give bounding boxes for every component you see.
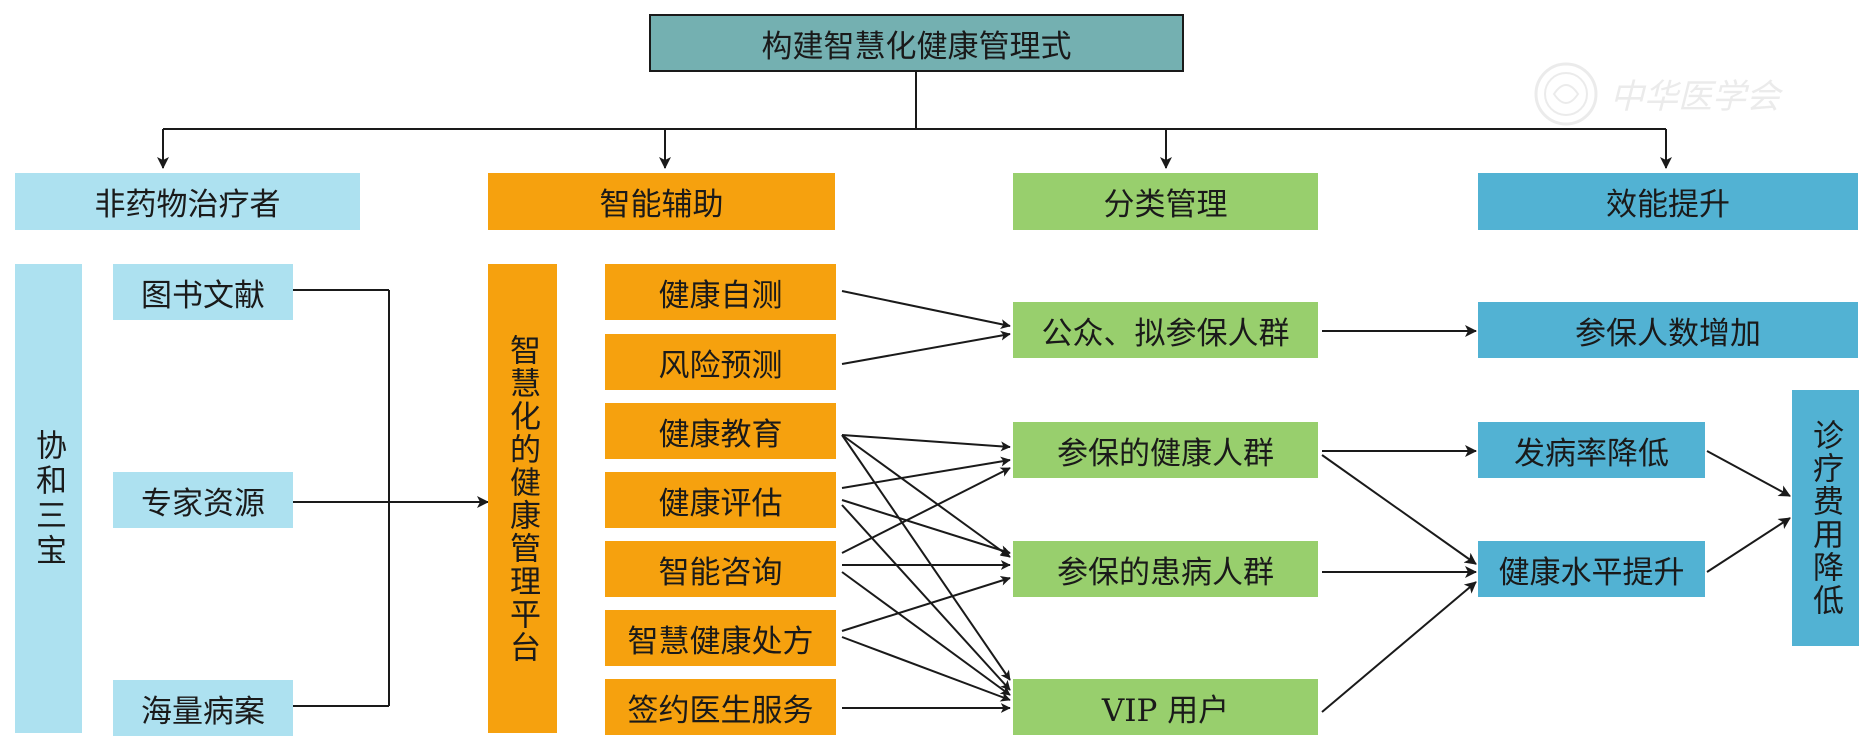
link-assess-sick: [841, 499, 1011, 556]
outcome-health-level-increase: 健康水平提升: [1478, 541, 1705, 597]
category-non-drug: 非药物治疗者: [15, 173, 360, 230]
function-smart-consult: 智能咨询: [605, 541, 836, 597]
function-self-test: 健康自测: [605, 264, 836, 320]
link-healthy-level: [1321, 454, 1477, 565]
resource-experts: 专家资源: [113, 472, 293, 528]
category-efficiency: 效能提升: [1478, 173, 1858, 230]
category-smart-assist: 智能辅助: [488, 173, 835, 230]
group-vip-users: VIP 用户: [1013, 679, 1318, 735]
link-rx-sick: [841, 575, 1011, 632]
function-smart-prescription: 智慧健康处方: [605, 610, 836, 666]
outcome-enrollment-increase: 参保人数增加: [1478, 302, 1858, 358]
link-edu-healthy: [841, 434, 1011, 452]
function-health-education: 健康教育: [605, 403, 836, 459]
link-assess-healthy: [841, 456, 1011, 489]
link-level-cost: [1706, 517, 1791, 573]
link-selftest-public: [841, 290, 1011, 330]
health-management-platform: 智慧化的健康管理平台: [488, 264, 557, 733]
society-seal-watermark: 中华医学会: [1534, 62, 1784, 126]
resource-cases: 海量病案: [113, 680, 293, 736]
link-vip-level: [1321, 581, 1477, 713]
category-classify: 分类管理: [1013, 173, 1318, 230]
function-risk-prediction: 风险预测: [605, 334, 836, 390]
group-public-prospective: 公众、拟参保人群: [1013, 302, 1318, 358]
link-consult-vip: [841, 571, 1011, 696]
link-assess-vip: [841, 504, 1011, 691]
link-risk-public: [841, 330, 1011, 365]
pumc-three-treasures: 协和三宝: [15, 264, 82, 733]
link-edu-sick: [841, 434, 1011, 558]
watermark-text: 中华医学会: [1610, 77, 1784, 117]
link-incidence-cost: [1706, 450, 1791, 497]
function-health-assessment: 健康评估: [605, 472, 836, 528]
link-consult-healthy: [841, 467, 1011, 554]
group-insured-healthy: 参保的健康人群: [1013, 422, 1318, 478]
function-contract-doctor: 签约医生服务: [605, 679, 836, 735]
group-insured-sick: 参保的患病人群: [1013, 541, 1318, 597]
link-edu-vip: [841, 434, 1011, 681]
outcome-incidence-decrease: 发病率降低: [1478, 422, 1705, 478]
diagram-title: 构建智慧化健康管理式: [649, 14, 1184, 72]
outcome-cost-reduction: 诊疗费用降低: [1792, 390, 1859, 646]
link-rx-vip: [841, 636, 1011, 702]
resource-library: 图书文献: [113, 264, 293, 320]
